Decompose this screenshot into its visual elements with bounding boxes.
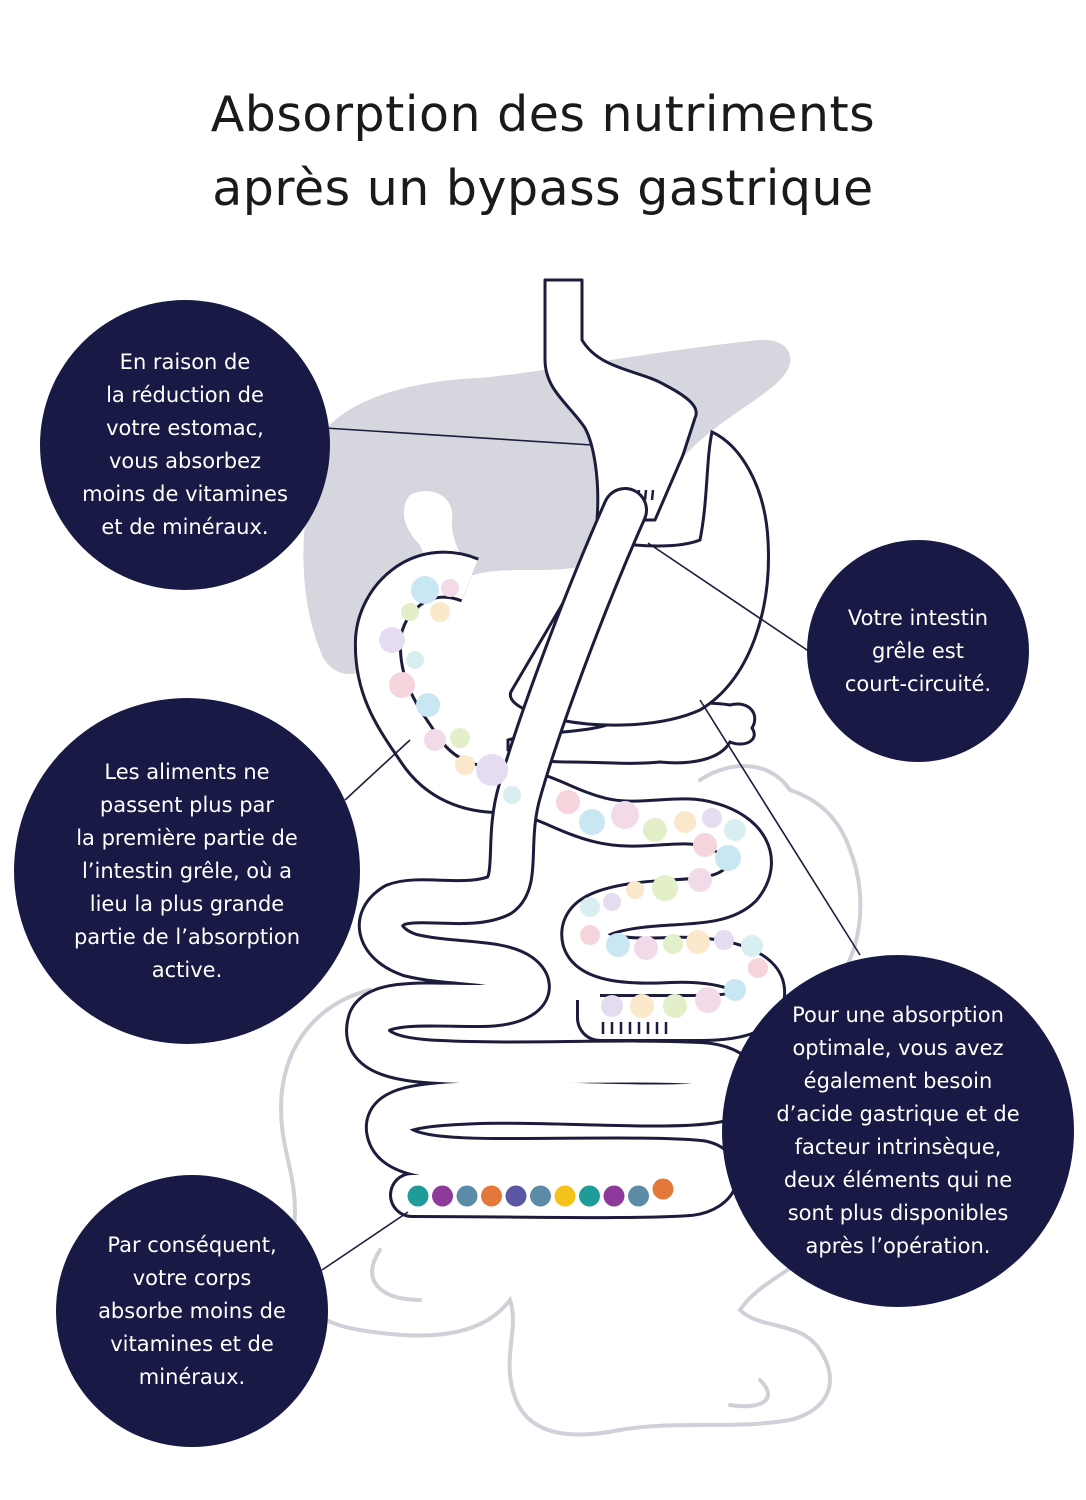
nutrient-dot-faded: [724, 979, 746, 1001]
nutrient-dot-faded: [379, 627, 405, 653]
nutrient-dot-faded: [603, 893, 621, 911]
nutrient-dot-absorbed: [554, 1185, 576, 1207]
duodenum-loop-inner: [356, 553, 783, 1039]
nutrient-dot-faded: [476, 754, 508, 786]
page-title: Absorption des nutriments après un bypas…: [0, 78, 1086, 226]
nutrient-dot-faded: [580, 925, 600, 945]
nutrient-dot-faded: [556, 790, 580, 814]
pointer-result: [321, 1211, 409, 1271]
nutrient-dot-faded: [714, 930, 734, 950]
title-line-1: Absorption des nutriments: [210, 86, 876, 143]
pointer-stomach: [324, 427, 593, 446]
nutrient-dot-faded: [652, 875, 678, 901]
nutrient-dot-faded: [450, 728, 470, 748]
nutrient-dot-faded: [748, 958, 768, 978]
nutrient-dot-faded: [424, 729, 446, 751]
nutrient-dot-faded: [630, 994, 654, 1018]
title-line-2: après un bypass gastrique: [212, 160, 874, 217]
nutrient-dot-faded: [411, 576, 439, 604]
nutrient-dot-absorbed: [652, 1178, 674, 1200]
esophagus-and-pouch: [543, 278, 698, 522]
nutrient-dot-absorbed: [407, 1185, 429, 1207]
nutrient-dot-faded: [663, 994, 687, 1018]
nutrient-dot-faded: [430, 602, 450, 622]
nutrient-dot-absorbed: [505, 1185, 527, 1207]
nutrient-dot-faded: [634, 936, 658, 960]
nutrient-dot-faded: [579, 809, 605, 835]
nutrient-dot-faded: [416, 693, 440, 717]
pointer-duodenum: [344, 739, 411, 801]
nutrient-dot-faded: [715, 845, 741, 871]
nutrient-dot-faded: [580, 897, 600, 917]
nutrient-dot-absorbed: [628, 1185, 649, 1207]
callout-pointers: [321, 427, 861, 1271]
nutrient-dot-absorbed: [481, 1185, 502, 1207]
staple-line-anastomosis: [601, 1022, 668, 1034]
nutrient-dot-faded: [503, 786, 521, 804]
nutrient-dot-absorbed: [579, 1185, 600, 1207]
pointer-acid: [699, 699, 861, 956]
nutrient-dot-faded: [611, 801, 639, 829]
nutrient-dot-faded: [741, 935, 763, 957]
nutrient-dot-faded: [389, 672, 415, 698]
nutrient-dot-faded: [693, 833, 717, 857]
nutrient-dot-faded: [441, 579, 459, 597]
nutrient-dot-faded: [606, 933, 630, 957]
nutrient-dot-absorbed: [603, 1185, 625, 1207]
nutrient-dot-faded: [702, 808, 722, 828]
roux-limb-inner: [348, 490, 758, 1217]
nutrient-dot-absorbed: [456, 1185, 478, 1207]
nutrient-dot-faded: [695, 987, 721, 1013]
absorbed-nutrients: [407, 1178, 674, 1207]
unabsorbed-nutrients: [379, 576, 768, 1018]
nutrient-dot-absorbed: [432, 1185, 453, 1207]
nutrient-dot-faded: [601, 995, 623, 1017]
colon-outline-inner: [370, 1248, 770, 1409]
nutrient-dot-faded: [688, 868, 712, 892]
nutrient-dot-faded: [643, 818, 667, 842]
nutrient-dot-faded: [406, 651, 424, 669]
nutrient-dot-faded: [401, 603, 419, 621]
nutrient-dot-faded: [724, 819, 746, 841]
pointer-bypass: [647, 542, 811, 653]
nutrient-dot-faded: [674, 811, 696, 833]
nutrient-dot-faded: [663, 934, 683, 954]
nutrient-dot-faded: [455, 755, 475, 775]
nutrient-dot-faded: [626, 881, 644, 899]
nutrient-dot-faded: [686, 930, 710, 954]
nutrient-dot-absorbed: [530, 1185, 551, 1207]
